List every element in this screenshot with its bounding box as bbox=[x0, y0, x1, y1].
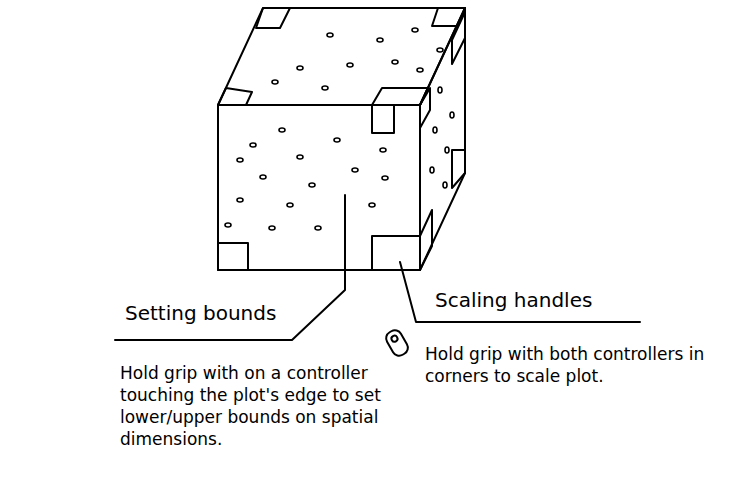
instruction-note: Hold grip with both controllers in corne… bbox=[425, 343, 720, 387]
section-heading: Scaling handles bbox=[435, 287, 592, 313]
section-heading: Setting bounds bbox=[125, 300, 276, 326]
instruction-note: Hold grip with on a controller touching … bbox=[120, 362, 392, 450]
